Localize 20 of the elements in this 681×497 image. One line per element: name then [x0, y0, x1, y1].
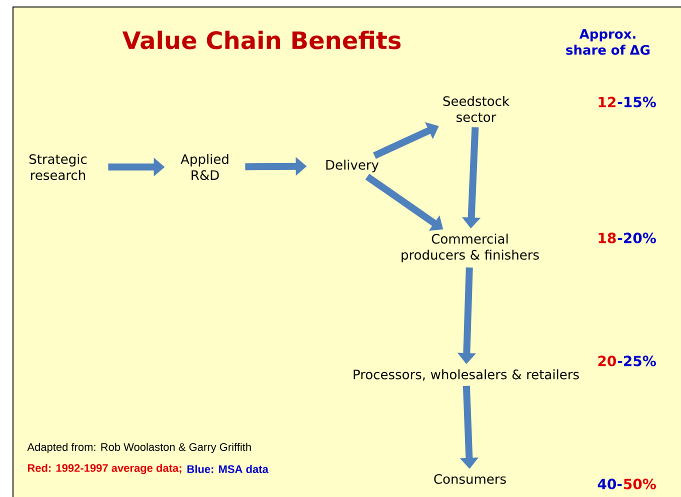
share-value: -25% [618, 356, 656, 366]
node-label: Seedstock sector [443, 96, 510, 122]
share-value: 40- [598, 478, 622, 490]
node-label: Processors, wholesalers & retailers [354, 369, 579, 381]
share-value: 20 [598, 356, 616, 366]
legend-text: Red: 1992-1997 average data; [28, 464, 182, 474]
legend-text: Blue: MSA data [187, 464, 268, 474]
share-value: -15% [618, 96, 656, 108]
share-value: 12 [598, 96, 616, 108]
share-value: 18 [598, 232, 616, 244]
node-label: Commercial producers & finishers [402, 234, 539, 262]
share-value: -20% [618, 232, 656, 244]
title: Value Chain Benefits [122, 30, 401, 50]
node-label: Applied R&D [180, 154, 228, 180]
node-label: Strategic research [29, 154, 87, 180]
node-label: Delivery [326, 160, 379, 172]
column-heading: Approx. share of ΔG [566, 29, 650, 55]
source-note: Adapted from: Rob Woolaston & Garry Griffith [27, 442, 251, 454]
node-label: Consumers [434, 474, 506, 484]
share-value: 50% [624, 478, 656, 490]
